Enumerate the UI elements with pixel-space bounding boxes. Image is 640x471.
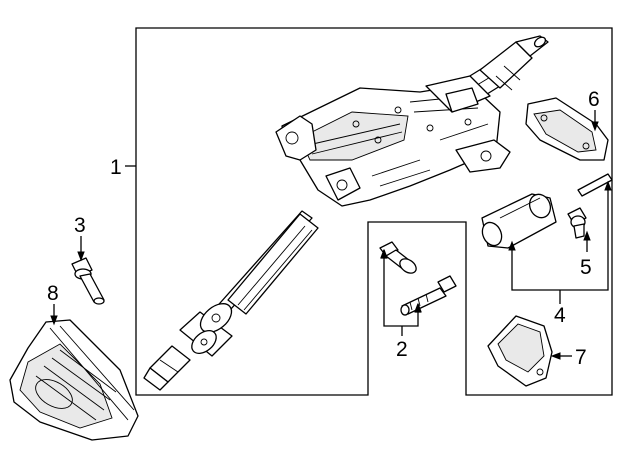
callout-3: 3 xyxy=(74,214,86,237)
arrow-4b xyxy=(604,180,612,191)
callout-1: 1 xyxy=(110,156,122,179)
arrow-2b xyxy=(414,303,422,313)
callout-7: 7 xyxy=(575,346,587,369)
arrow-8 xyxy=(50,315,58,326)
bolt-part-3 xyxy=(71,257,105,305)
leader-4 xyxy=(511,188,609,304)
arrow-6 xyxy=(591,121,599,132)
bracket-part-7 xyxy=(487,315,553,387)
callout-4: 4 xyxy=(554,304,566,327)
steering-column xyxy=(143,35,549,391)
arrow-5 xyxy=(583,230,591,241)
callout-8: 8 xyxy=(47,282,59,305)
cover-part-8 xyxy=(9,319,139,441)
callout-6: 6 xyxy=(588,88,600,111)
assembly-frame xyxy=(135,27,613,396)
arrow-7 xyxy=(550,352,561,360)
arrow-2a xyxy=(380,249,388,259)
callout-2: 2 xyxy=(396,338,408,361)
actuator-part-4 xyxy=(481,173,613,249)
shroud-part-6 xyxy=(525,97,609,161)
bolt-part-5 xyxy=(567,207,587,239)
bolts-part-2 xyxy=(379,241,457,316)
arrow-4a xyxy=(508,240,516,251)
callout-5: 5 xyxy=(580,256,592,279)
leader-2 xyxy=(383,258,419,336)
arrow-3 xyxy=(77,251,85,262)
